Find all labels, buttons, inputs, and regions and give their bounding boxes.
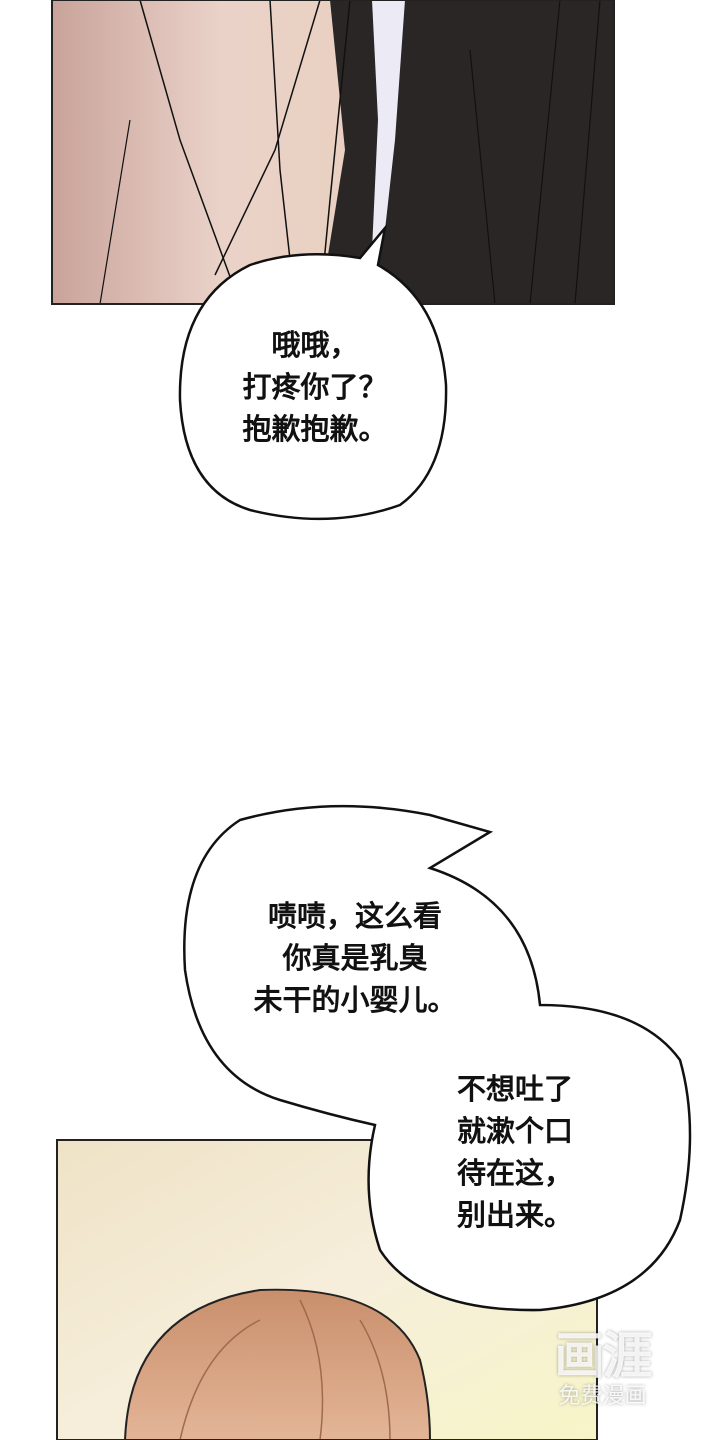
watermark-logo: 画涯 免费漫画 (540, 1328, 665, 1410)
bubble-text-line: 抱歉抱歉。 (242, 412, 388, 446)
panel-top (51, 0, 615, 305)
bubble-text-line: 哦哦， (271, 328, 359, 362)
bubble-1-text: 哦哦， 打疼你了？ 抱歉抱歉。 (200, 324, 430, 450)
bubble-text-line: 不想吐了 (456, 1072, 573, 1106)
bubble-3-text: 不想吐了 就漱个口 待在这， 别出来。 (430, 1068, 600, 1236)
bubble-text-line: 你真是乳臭 (282, 941, 428, 975)
watermark-subtitle: 免费漫画 (558, 1384, 647, 1409)
speech-bubble-1 (178, 223, 448, 521)
bubble-2-text: 啧啧，这么看 你真是乳臭 未干的小婴儿。 (225, 895, 485, 1021)
watermark-title: 画涯 (554, 1327, 653, 1385)
bubble-text-line: 就漱个口 (456, 1114, 573, 1148)
bubble-text-line: 待在这， (456, 1156, 573, 1190)
speech-bubble-2 (183, 804, 692, 1312)
bubble-text-line: 打疼你了？ (242, 370, 388, 404)
bubble-text-line: 未干的小婴儿。 (253, 983, 457, 1017)
bubble-text-line: 别出来。 (456, 1198, 573, 1232)
bubble-text-line: 啧啧，这么看 (267, 899, 442, 933)
